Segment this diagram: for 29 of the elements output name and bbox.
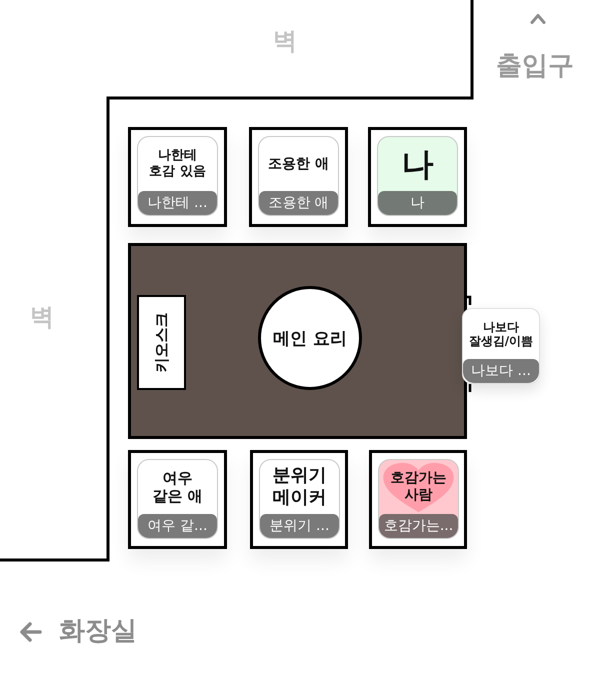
seat-frame	[368, 127, 467, 227]
seat-label: 분위기 메이커	[272, 465, 328, 509]
name-tag: 분위기 ...	[260, 514, 339, 538]
seat-label: 나한테 호감 있음	[148, 148, 207, 180]
wall-label: 벽	[30, 304, 54, 332]
dish-label: 메인 요리	[273, 328, 347, 350]
seat-label: 나	[402, 144, 434, 184]
seat-frame	[249, 127, 348, 227]
name-tag: 여우 같...	[138, 514, 217, 538]
name-tag: 나한테 ...	[138, 191, 217, 215]
table	[128, 243, 467, 439]
seat-frame	[128, 450, 227, 549]
kiosk-box	[137, 295, 186, 390]
name-tag: 나	[378, 191, 457, 215]
seat-frame	[128, 127, 227, 227]
restroom-label: 화장실	[59, 617, 137, 647]
seat-label: 호감가는 사람	[390, 470, 448, 504]
seat-label: 여우 같은 애	[151, 469, 204, 505]
name-tag: 조용한 애	[259, 191, 338, 215]
entrance-label: 출입구	[496, 52, 574, 82]
wall-label: 벽	[273, 28, 297, 56]
seat-card	[462, 308, 540, 384]
name-tag: 나보다 ...	[463, 359, 539, 383]
seat-frame	[369, 450, 467, 549]
kiosk-label: 키오스크	[152, 312, 171, 372]
seat-label: 나보다 잘생김/이쁨	[468, 320, 534, 348]
name-tag: 호감가는...	[379, 514, 458, 538]
seat-label: 조용한 애	[268, 156, 329, 172]
seat-frame	[250, 450, 348, 549]
